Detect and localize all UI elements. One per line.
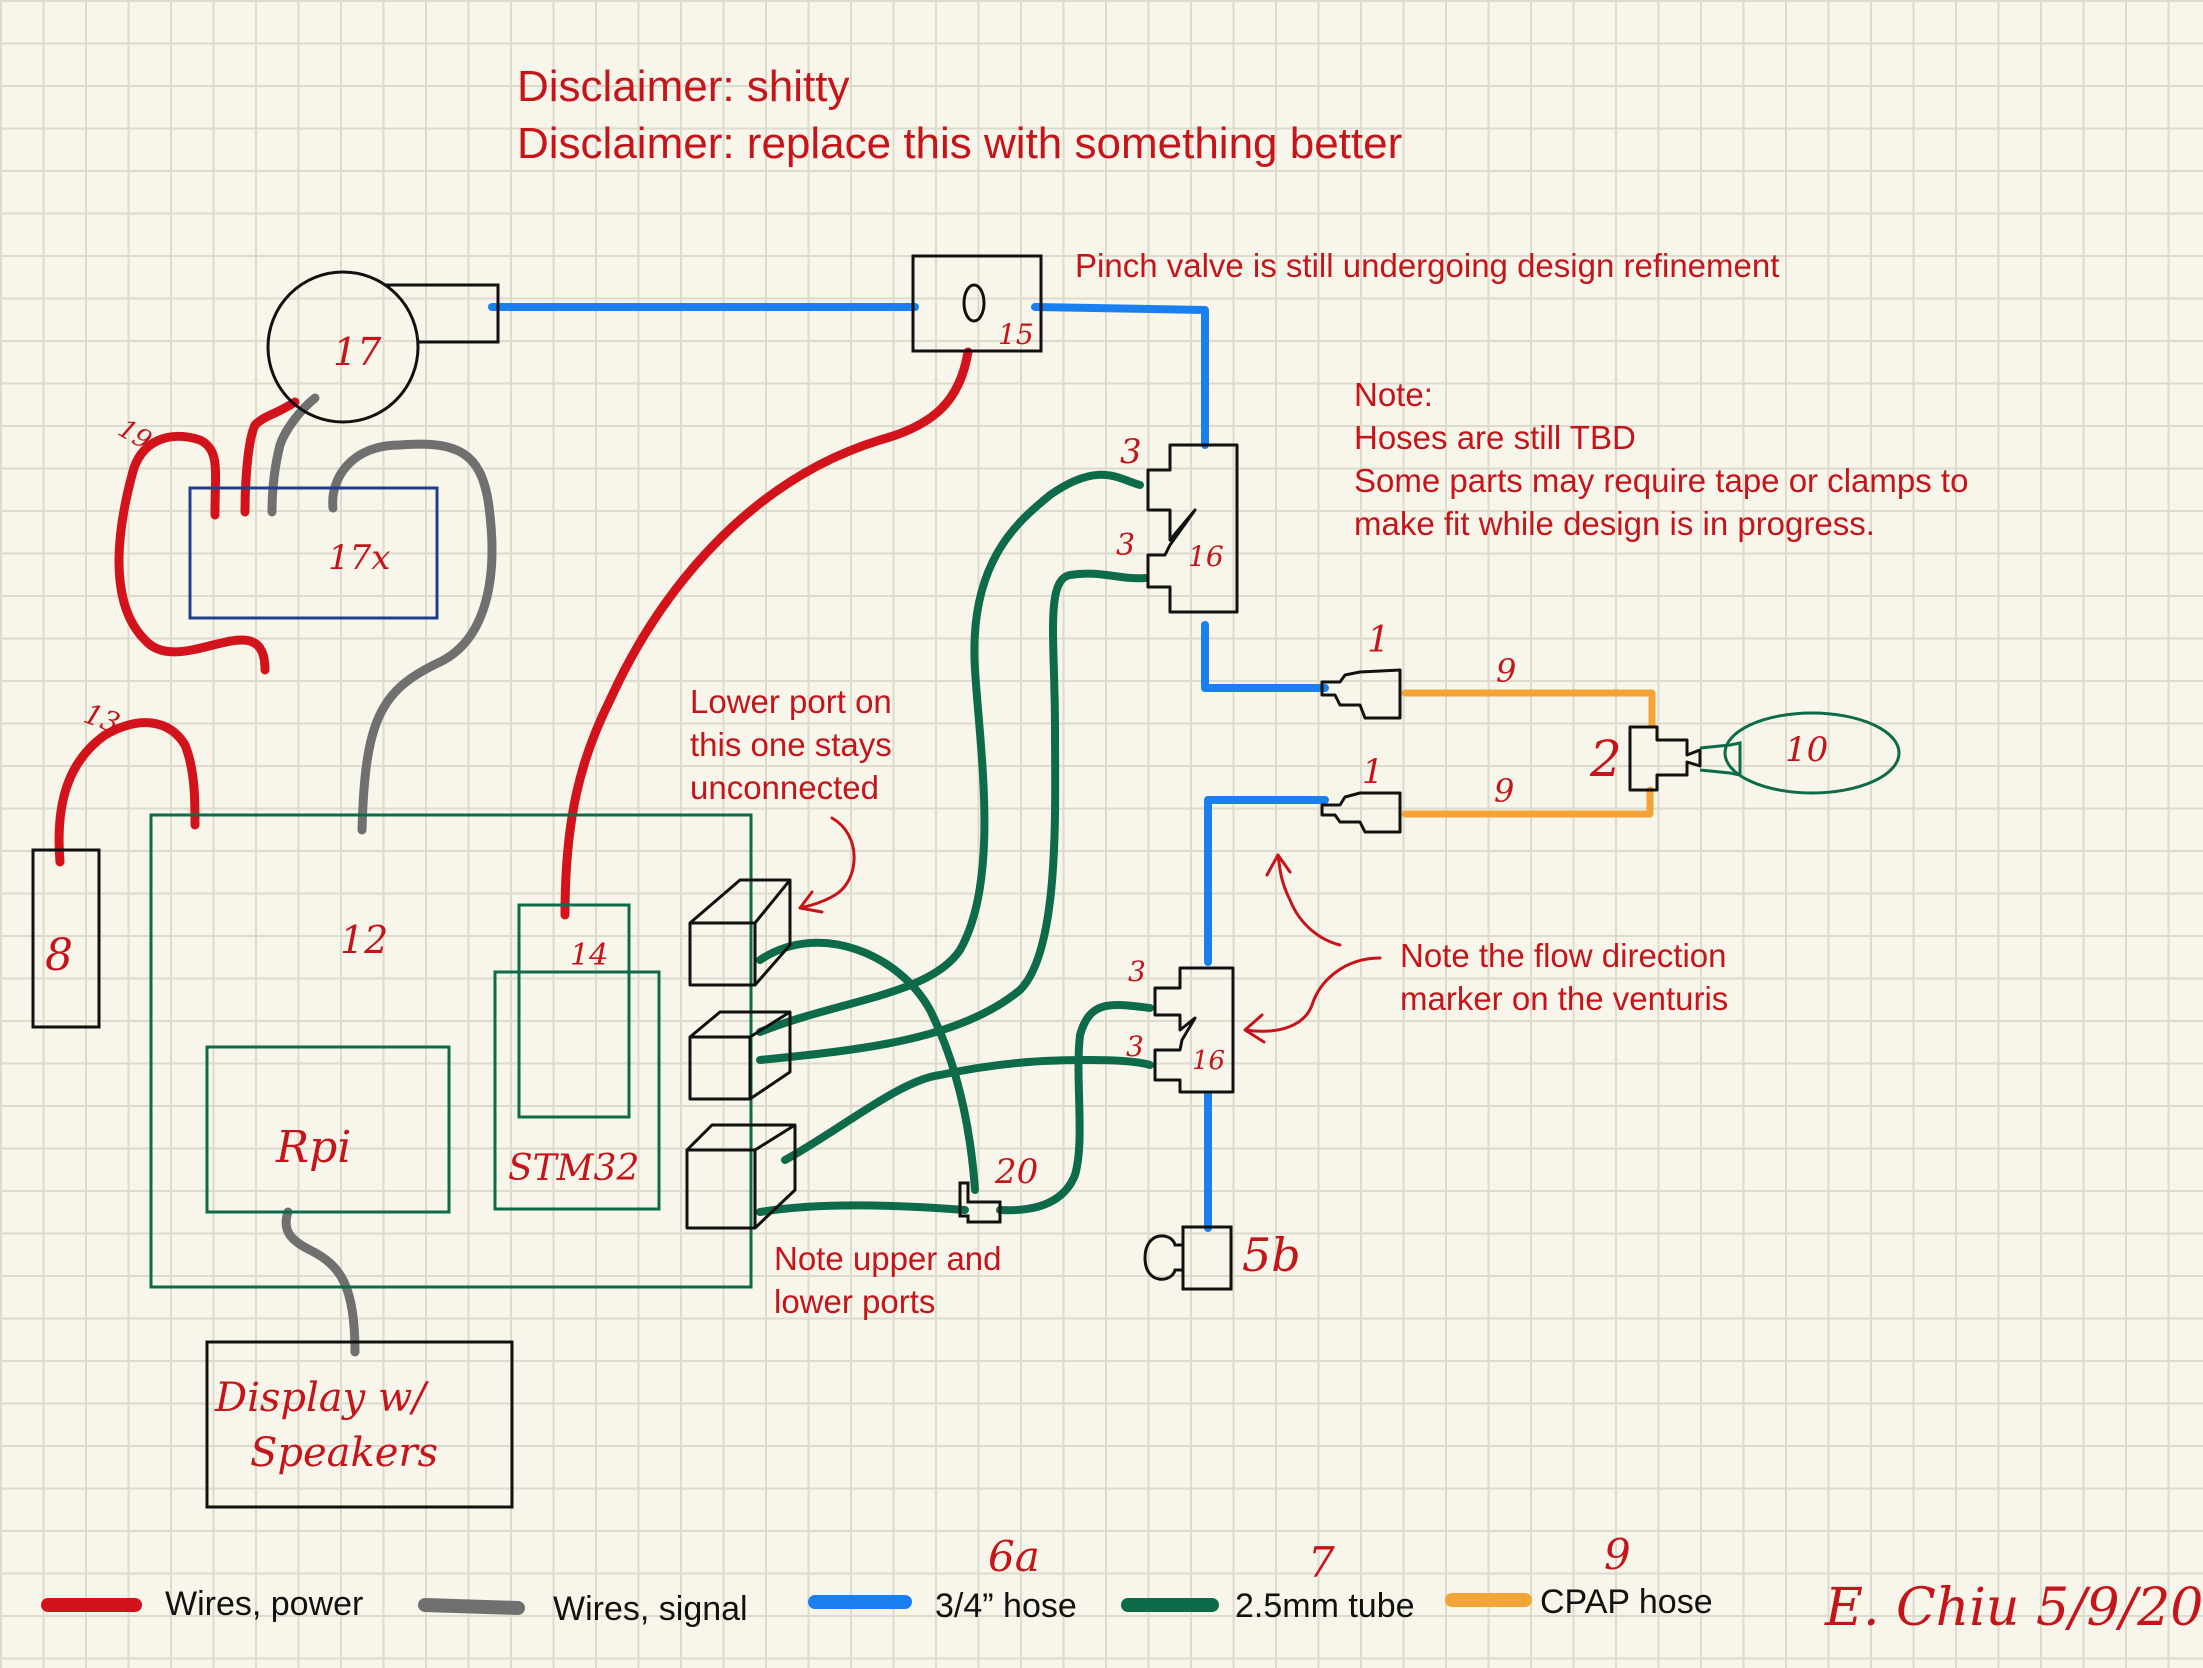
note-upper-lower-ports: Note upper and lower ports bbox=[774, 1237, 1002, 1323]
green-tube-5 bbox=[756, 1201, 969, 1216]
note-hoses-line: Hoses are still TBD bbox=[1354, 419, 1636, 456]
note-hoses-line: Some parts may require tape or clamps to bbox=[1354, 462, 1969, 499]
note-pinch-valve: Pinch valve is still undergoing design r… bbox=[1075, 247, 1780, 284]
label-peep-valve: 5b bbox=[1242, 1228, 1301, 1282]
pressure-sensor-1 bbox=[688, 878, 792, 987]
label-port-top-2: 3 bbox=[1116, 528, 1136, 563]
label-battery: 8 bbox=[45, 930, 73, 981]
power-wire-14-to-valve bbox=[560, 347, 973, 920]
note-lower-port-line: this one stays bbox=[690, 726, 892, 763]
disclaimer-2: Disclaimer: replace this with something … bbox=[517, 119, 1403, 168]
arrow-lower-port bbox=[798, 816, 856, 914]
cpap-hose-top bbox=[1401, 689, 1656, 729]
label-display-line1: Display w/ bbox=[215, 1375, 426, 1421]
display bbox=[205, 1340, 514, 1509]
label-venturi-bottom: 16 bbox=[1192, 1046, 1226, 1076]
label-adapter-top: 1 bbox=[1367, 620, 1390, 661]
label-venturi-top: 16 bbox=[1188, 540, 1224, 573]
wye-connector bbox=[1628, 725, 1702, 792]
blower bbox=[266, 270, 420, 424]
venturi-top bbox=[1146, 443, 1239, 614]
pinch-valve-tube bbox=[962, 283, 986, 323]
peep-valve-knob bbox=[1143, 1234, 1183, 1281]
mask bbox=[1723, 711, 1901, 795]
label-pinch-valve: 15 bbox=[998, 318, 1034, 351]
legend-part-tube: 7 bbox=[1308, 1538, 1335, 1587]
power-wire-19-a bbox=[114, 431, 270, 675]
green-tube-6 bbox=[996, 1001, 1154, 1215]
green-tube-2 bbox=[756, 470, 1144, 1036]
note-flow-direction-line: marker on the venturis bbox=[1400, 980, 1729, 1017]
main-board bbox=[149, 813, 753, 1289]
blue-hose-valve-to-venturi bbox=[1031, 303, 1209, 449]
label-port-bot-2: 3 bbox=[1126, 1030, 1144, 1063]
tee-connector bbox=[958, 1181, 1002, 1224]
note-flow-direction-line: Note the flow direction bbox=[1400, 937, 1727, 974]
legend-part-hose: 6a bbox=[988, 1532, 1040, 1581]
arrow-flow-2 bbox=[1243, 956, 1382, 1044]
legend-label-hose: 3/4” hose bbox=[935, 1587, 1077, 1625]
note-hoses: Note: Hoses are still TBD Some parts may… bbox=[1354, 373, 1968, 545]
label-tee: 20 bbox=[995, 1152, 1039, 1192]
blue-hose-venturi-to-adapter bbox=[1201, 621, 1329, 692]
signal-wire-driver-loop bbox=[328, 439, 497, 835]
note-flow-direction: Note the flow direction marker on the ve… bbox=[1400, 934, 1728, 1020]
note-lower-port: Lower port on this one stays unconnected bbox=[690, 680, 892, 809]
power-wire-13 bbox=[54, 718, 200, 867]
legend-label-signal: Wires, signal bbox=[553, 1590, 748, 1628]
label-port-top-1: 3 bbox=[1120, 432, 1142, 472]
note-upper-lower-ports-line: Note upper and bbox=[774, 1240, 1002, 1277]
label-stm32: STM32 bbox=[508, 1148, 640, 1189]
pinch-valve bbox=[911, 254, 1043, 353]
blue-hose-adapter-to-venturi2 bbox=[1204, 796, 1329, 966]
green-tube-1 bbox=[756, 938, 979, 1194]
label-cpap-top: 9 bbox=[1496, 652, 1517, 690]
label-wye: 2 bbox=[1590, 730, 1622, 788]
note-hoses-line: make fit while design is in progress. bbox=[1354, 505, 1875, 542]
signal-wire-rpi-to-display bbox=[281, 1207, 360, 1357]
legend-label-power: Wires, power bbox=[165, 1585, 364, 1623]
wiring-diagram bbox=[31, 254, 1901, 1615]
label-cpap-bottom: 9 bbox=[1494, 772, 1515, 810]
stm32-header bbox=[517, 903, 631, 1119]
legend-label-cpap: CPAP hose bbox=[1540, 1583, 1713, 1621]
note-hoses-line: Note: bbox=[1354, 376, 1433, 413]
green-tube-3 bbox=[756, 569, 1149, 1064]
cpap-hose-bottom bbox=[1401, 786, 1654, 818]
label-adapter-bottom: 1 bbox=[1362, 752, 1384, 792]
note-upper-lower-ports-line: lower ports bbox=[774, 1283, 936, 1320]
label-main-board: 12 bbox=[340, 918, 389, 962]
legend-part-cpap: 9 bbox=[1604, 1530, 1631, 1579]
pressure-sensor-2 bbox=[688, 1010, 792, 1101]
label-rpi: Rpi bbox=[276, 1122, 352, 1173]
note-lower-port-line: unconnected bbox=[690, 769, 879, 806]
label-display-line2: Speakers bbox=[250, 1430, 439, 1476]
rpi-board bbox=[205, 1045, 451, 1214]
battery bbox=[31, 848, 101, 1029]
label-port-bot-1: 3 bbox=[1128, 955, 1146, 988]
signal-wire-blower-to-driver bbox=[267, 393, 320, 517]
label-mask: 10 bbox=[1785, 730, 1829, 770]
disclaimer-1: Disclaimer: shitty bbox=[517, 62, 850, 111]
signature: E. Chiu 5/9/20 bbox=[1825, 1578, 2203, 1638]
blower-driver bbox=[188, 486, 439, 620]
note-lower-port-line: Lower port on bbox=[690, 683, 892, 720]
legend-label-tube: 2.5mm tube bbox=[1235, 1587, 1415, 1625]
label-blower-driver: 17x bbox=[328, 538, 391, 578]
pressure-sensor-3 bbox=[685, 1123, 797, 1230]
power-wire-19-b bbox=[240, 397, 300, 517]
stm32-board bbox=[493, 970, 661, 1211]
venturi-bottom bbox=[1153, 966, 1235, 1094]
arrow-flow-1 bbox=[1265, 853, 1342, 947]
peep-valve bbox=[1181, 1225, 1233, 1291]
label-stm32-header: 14 bbox=[570, 938, 609, 973]
legend-swatch-signal bbox=[418, 1598, 525, 1615]
adapter-top bbox=[1320, 668, 1402, 720]
label-blower: 17 bbox=[333, 330, 382, 374]
adapter-bottom bbox=[1320, 791, 1402, 834]
blower-outlet bbox=[385, 283, 500, 344]
green-tube-4 bbox=[781, 1056, 1154, 1164]
